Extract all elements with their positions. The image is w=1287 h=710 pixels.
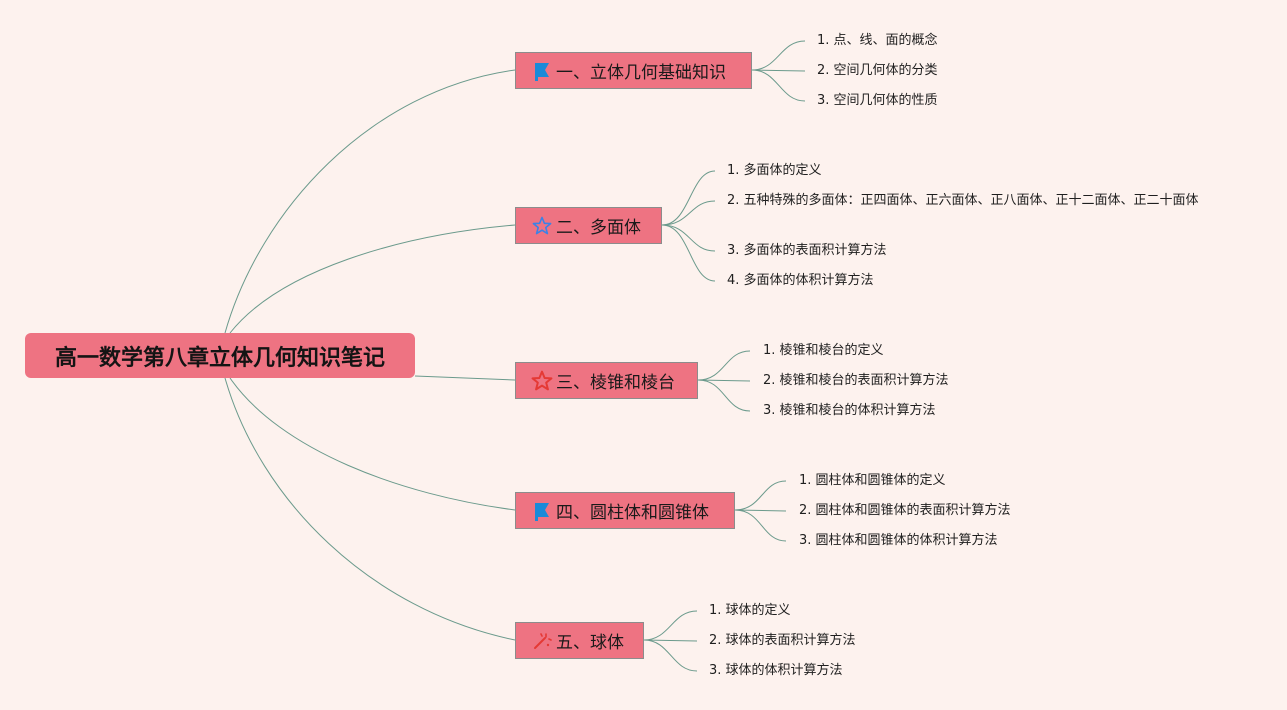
topic-1-child-3-line xyxy=(751,69,806,102)
topic-3-child-1[interactable]: 1. 棱锥和棱台的定义 xyxy=(763,343,884,358)
topic-4-child-1[interactable]: 1. 圆柱体和圆锥体的定义 xyxy=(799,473,946,488)
topic-3-child-1-line xyxy=(697,350,751,381)
topic-node-2[interactable]: 二、多面体 xyxy=(515,207,662,244)
topic-5-child-3[interactable]: 3. 球体的体积计算方法 xyxy=(709,663,843,678)
root-node[interactable]: 高一数学第八章立体几何知识笔记 xyxy=(25,333,415,378)
topic-3-child-2[interactable]: 2. 棱锥和棱台的表面积计算方法 xyxy=(763,373,949,388)
topic-2-child-3-line xyxy=(661,224,716,252)
topic-5-child-1-line xyxy=(643,610,698,641)
topic-2-child-2-line xyxy=(661,200,716,226)
topic-5-child-1[interactable]: 1. 球体的定义 xyxy=(709,603,791,618)
topic-4-child-1-line xyxy=(734,480,787,511)
red-star-outline-icon xyxy=(530,370,554,392)
root-to-topic-5-line xyxy=(224,377,516,641)
red-sparkle-icon xyxy=(530,630,554,652)
topic-node-3-label: 三、棱锥和棱台 xyxy=(556,373,675,393)
root-to-topic-3-line xyxy=(414,375,516,381)
topic-2-child-4-line xyxy=(661,224,716,282)
topic-node-1-label: 一、立体几何基础知识 xyxy=(556,63,726,83)
topic-2-child-1-line xyxy=(661,170,716,226)
topic-3-child-3[interactable]: 3. 棱锥和棱台的体积计算方法 xyxy=(763,403,936,418)
topic-3-child-2-line xyxy=(697,379,751,382)
topic-4-child-2[interactable]: 2. 圆柱体和圆锥体的表面积计算方法 xyxy=(799,503,1011,518)
root-to-topic-2-line xyxy=(229,224,516,334)
topic-1-child-2[interactable]: 2. 空间几何体的分类 xyxy=(817,63,938,78)
topic-node-5-label: 五、球体 xyxy=(556,633,624,653)
topic-2-child-3[interactable]: 3. 多面体的表面积计算方法 xyxy=(727,243,887,258)
topic-4-child-3-line xyxy=(734,509,787,542)
topic-node-4[interactable]: 四、圆柱体和圆锥体 xyxy=(515,492,735,529)
topic-2-child-4[interactable]: 4. 多面体的体积计算方法 xyxy=(727,273,874,288)
topic-node-1[interactable]: 一、立体几何基础知识 xyxy=(515,52,752,89)
topic-5-child-2-line xyxy=(643,639,698,642)
blue-star-outline-icon xyxy=(530,215,554,237)
topic-4-child-2-line xyxy=(734,509,787,512)
topic-4-child-3[interactable]: 3. 圆柱体和圆锥体的体积计算方法 xyxy=(799,533,998,548)
topic-1-child-1[interactable]: 1. 点、线、面的概念 xyxy=(817,33,938,48)
topic-node-3[interactable]: 三、棱锥和棱台 xyxy=(515,362,698,399)
topic-1-child-1-line xyxy=(751,40,806,71)
root-to-topic-1-line xyxy=(224,69,516,334)
topic-3-child-3-line xyxy=(697,379,751,412)
topic-5-child-3-line xyxy=(643,639,698,672)
topic-5-child-2[interactable]: 2. 球体的表面积计算方法 xyxy=(709,633,856,648)
topic-2-child-2[interactable]: 2. 五种特殊的多面体：正四面体、正六面体、正八面体、正十二面体、正二十面体 xyxy=(727,193,1199,208)
root-node-label: 高一数学第八章立体几何知识笔记 xyxy=(54,345,385,371)
topic-2-child-1[interactable]: 1. 多面体的定义 xyxy=(727,163,822,178)
topic-node-2-label: 二、多面体 xyxy=(556,218,641,238)
topic-node-4-label: 四、圆柱体和圆锥体 xyxy=(556,503,709,523)
topic-1-child-2-line xyxy=(751,69,806,72)
topic-node-5[interactable]: 五、球体 xyxy=(515,622,644,659)
root-to-topic-4-line xyxy=(229,377,516,511)
blue-flag-icon xyxy=(530,60,554,82)
blue-flag-icon xyxy=(530,500,554,522)
topic-1-child-3[interactable]: 3. 空间几何体的性质 xyxy=(817,93,938,108)
